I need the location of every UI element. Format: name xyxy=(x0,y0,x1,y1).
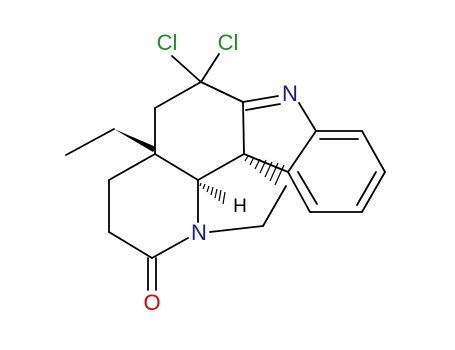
bond-ccl2-cl-right xyxy=(200,53,220,83)
bond-ch2b-cco xyxy=(108,231,153,259)
atom-label-layer: Cl Cl N N O H xyxy=(143,30,298,315)
bond-ch2top-ccl2 xyxy=(154,81,202,109)
bond-benz-5 xyxy=(287,171,311,213)
atom-label-n-indole: N xyxy=(282,81,298,106)
atom-label-cl-left: Cl xyxy=(157,30,178,55)
bond-cq-ch2a xyxy=(108,153,156,181)
bond-benz-5-inner xyxy=(297,171,318,205)
bond-ethyl-ch3 xyxy=(65,128,115,156)
bond-ccl2-cl-left xyxy=(171,55,202,83)
bond-bridge-ch2 xyxy=(262,185,287,227)
bond-c2-n-double-a xyxy=(242,95,279,103)
bond-benz-2 xyxy=(361,130,386,173)
atom-label-o-carbonyl: O xyxy=(143,290,160,315)
atom-label-n-amide: N xyxy=(191,220,207,245)
bond-hash-h xyxy=(199,182,226,205)
atom-label-h-stereo: H xyxy=(233,196,247,217)
bond-c3-ch xyxy=(197,153,245,181)
bond-cq-ch xyxy=(154,153,199,181)
bond-c2-c3 xyxy=(242,101,245,155)
bond-ch2-n-amide xyxy=(209,225,264,233)
bond-c2-n-double-b xyxy=(245,103,281,111)
bond-hash-bridge xyxy=(244,155,285,186)
bond-wedge-ethyl xyxy=(114,129,156,152)
bond-ccl2-c2 xyxy=(200,81,244,103)
bond-layer xyxy=(65,53,386,291)
bond-c3a-c3 xyxy=(243,153,289,173)
bond-n-c7a xyxy=(298,102,317,132)
bond-benz-3 xyxy=(361,171,386,213)
atom-label-cl-right: Cl xyxy=(218,30,239,55)
bond-cco-n xyxy=(151,237,189,259)
bond-benz-3-inner xyxy=(356,171,377,206)
bond-benz-6 xyxy=(287,130,317,173)
